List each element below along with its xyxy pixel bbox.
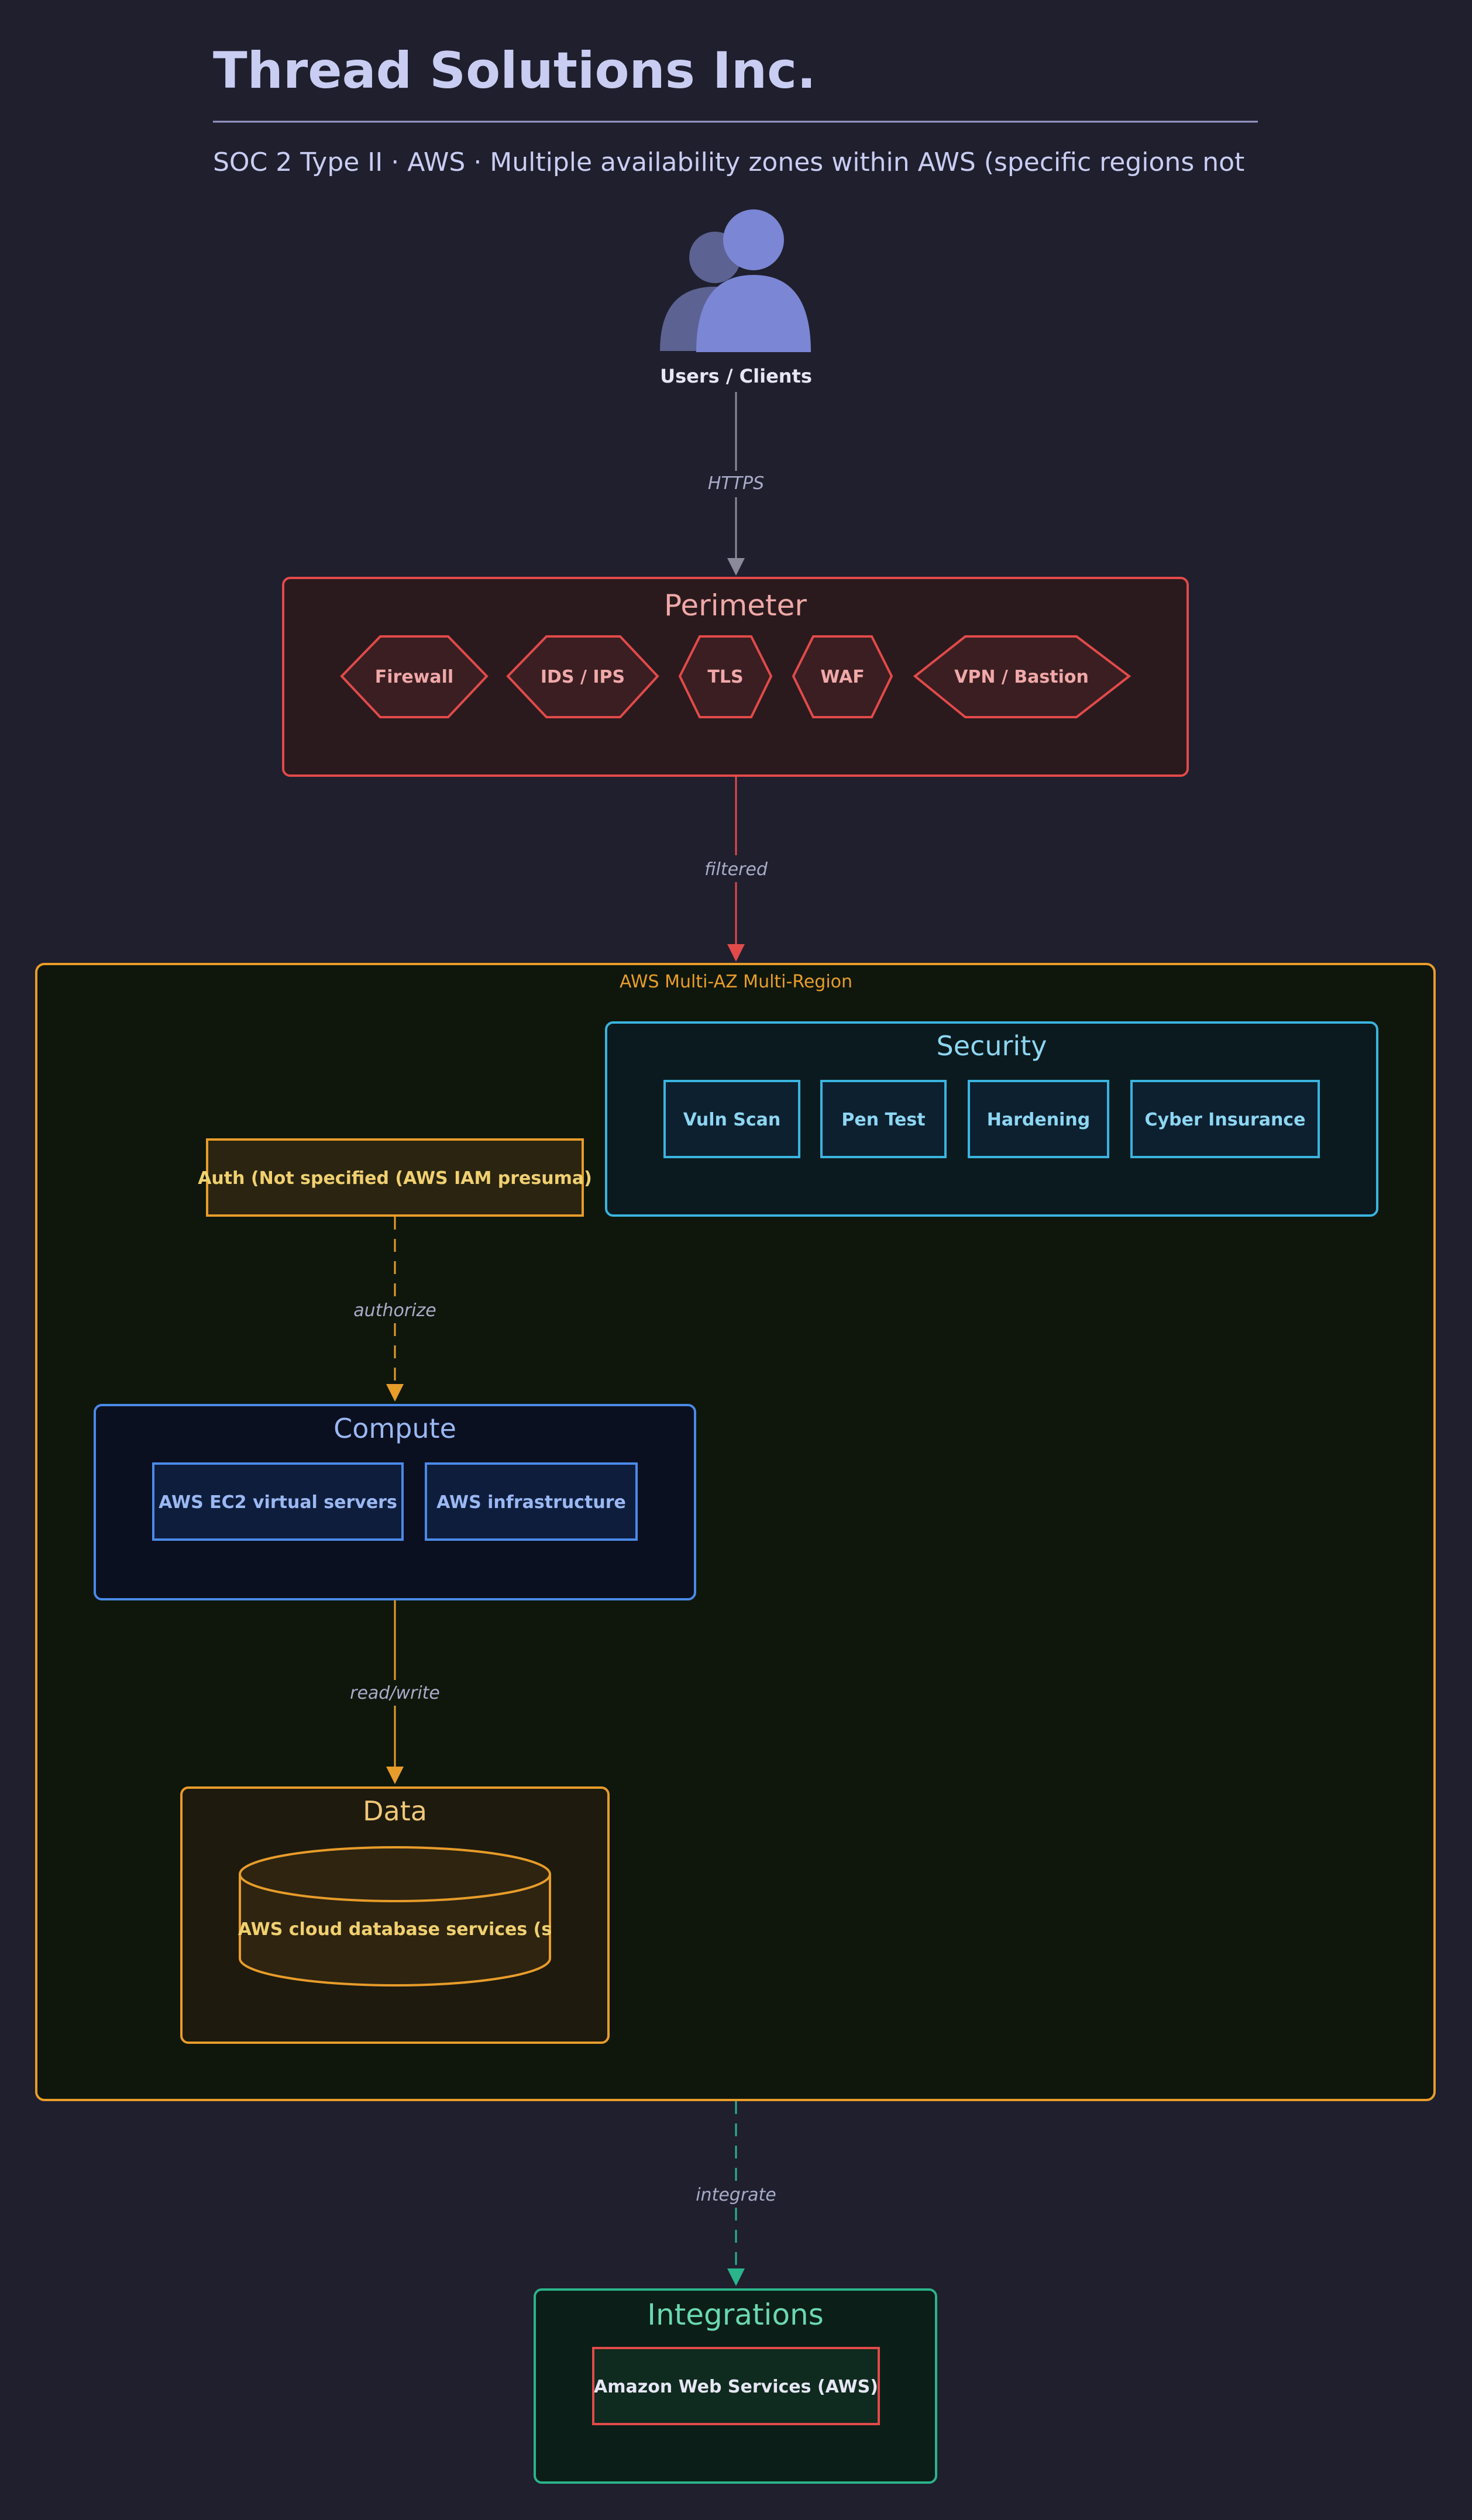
svg-text:WAF: WAF <box>820 667 864 687</box>
integrations-title: Integrations <box>647 2298 824 2332</box>
edge-label-https: HTTPS <box>708 473 764 494</box>
page-subtitle: SOC 2 Type II · AWS · Multiple availabil… <box>213 147 1244 177</box>
svg-text:AWS infrastructure: AWS infrastructure <box>436 1492 626 1513</box>
compute-title: Compute <box>333 1413 456 1444</box>
edge-label-filtered: filtered <box>704 859 768 880</box>
svg-text:Cyber Insurance: Cyber Insurance <box>1145 1110 1306 1130</box>
users-label: Users / Clients <box>660 365 812 387</box>
compute-item-infrastructure: AWS infrastructure <box>425 1462 638 1541</box>
svg-text:Pen Test: Pen Test <box>841 1110 925 1130</box>
cloud-zone-label: AWS Multi-AZ Multi-Region <box>620 972 852 992</box>
svg-text:IDS / IPS: IDS / IPS <box>541 667 625 687</box>
security-item-pen-test: Pen Test <box>820 1080 947 1158</box>
svg-text:Auth (Not specified (AWS IAM p: Auth (Not specified (AWS IAM presuma) <box>198 1168 592 1189</box>
svg-text:Amazon Web Services (AWS): Amazon Web Services (AWS) <box>594 2377 878 2397</box>
svg-text:VPN / Bastion: VPN / Bastion <box>954 667 1089 687</box>
users-icon <box>660 209 811 352</box>
edge-label-read-write: read/write <box>350 1683 440 1703</box>
edge-label-integrate: integrate <box>696 2185 776 2205</box>
database-node: AWS cloud database services (s <box>238 1846 552 1987</box>
svg-text:Vuln Scan: Vuln Scan <box>683 1110 781 1130</box>
data-title: Data <box>363 1795 427 1827</box>
security-item-hardening: Hardening <box>968 1080 1109 1158</box>
svg-text:AWS EC2 virtual servers: AWS EC2 virtual servers <box>159 1492 397 1513</box>
edge-label-authorize: authorize <box>353 1300 436 1321</box>
compute-item-ec2: AWS EC2 virtual servers <box>152 1462 404 1541</box>
perimeter-item-waf: WAF <box>792 635 893 718</box>
security-title: Security <box>937 1030 1047 1062</box>
database-label: AWS cloud database services (s <box>238 1919 552 1940</box>
perimeter-item-ids-ips: IDS / IPS <box>506 635 659 718</box>
integration-item-aws: Amazon Web Services (AWS) <box>592 2347 880 2425</box>
perimeter-item-vpn-bastion: VPN / Bastion <box>913 635 1131 718</box>
auth-node: Auth (Not specified (AWS IAM presuma) <box>198 1138 592 1217</box>
svg-text:Firewall: Firewall <box>375 667 453 687</box>
perimeter-title: Perimeter <box>664 588 807 622</box>
page-title: Thread Solutions Inc. <box>213 42 816 100</box>
security-item-cyber-insurance: Cyber Insurance <box>1130 1080 1320 1158</box>
security-item-vuln-scan: Vuln Scan <box>663 1080 800 1158</box>
perimeter-item-firewall: Firewall <box>340 635 489 718</box>
perimeter-item-tls: TLS <box>678 635 773 718</box>
svg-text:Hardening: Hardening <box>987 1110 1090 1130</box>
svg-text:TLS: TLS <box>707 667 743 687</box>
